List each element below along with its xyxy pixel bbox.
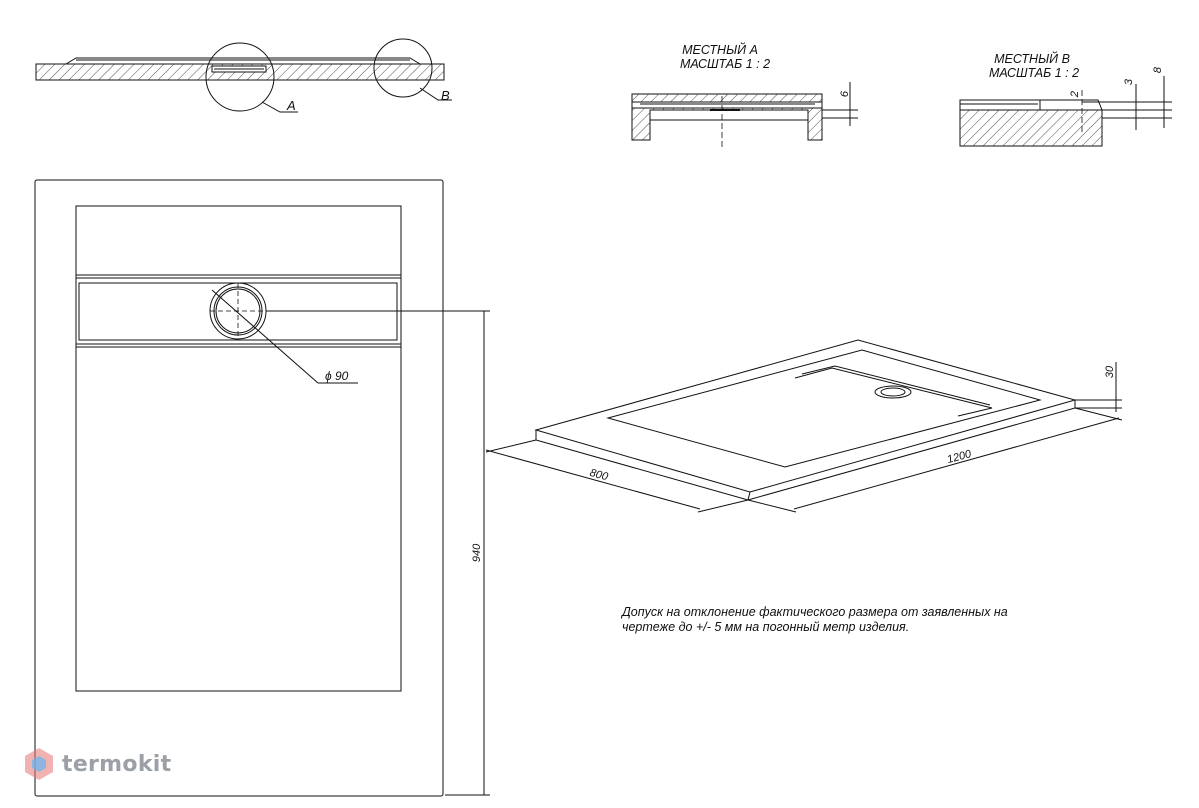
watermark-text: termokit (62, 751, 172, 777)
detail-a-dim-6: 6 (839, 90, 851, 97)
callout-b-label: B (441, 88, 450, 103)
detail-a-scale: МАСШТАБ 1 : 2 (680, 57, 770, 71)
iso-dim-30: 30 (1104, 365, 1116, 378)
detail-b-dim-8: 8 (1152, 66, 1164, 73)
detail-a-view (631, 82, 858, 148)
detail-a-title: МЕСТНЫЙ А (682, 41, 758, 57)
watermark: termokit (24, 746, 171, 782)
iso-dim-800: 800 (588, 467, 610, 484)
isometric-view (485, 339, 1123, 513)
iso-drain (874, 385, 912, 399)
tolerance-note-line1: Допуск на отклонение фактического размер… (622, 605, 1008, 619)
section-view (35, 38, 452, 113)
termokit-logo-icon (25, 748, 53, 780)
plan-dim-940: 940 (471, 543, 483, 562)
drain-diameter-label: ϕ 90 (325, 369, 349, 383)
iso-dim-1200: 1200 (946, 448, 974, 466)
detail-b-dim-2: 2 (1069, 91, 1081, 98)
detail-a-marker (205, 42, 275, 112)
detail-b-scale: МАСШТАБ 1 : 2 (989, 66, 1079, 80)
detail-b-title: МЕСТНЫЙ В (994, 50, 1070, 66)
detail-b-dim-3: 3 (1123, 78, 1135, 85)
plan-view (34, 179, 490, 797)
callout-a-label: A (286, 98, 296, 113)
tolerance-note-line2: чертеже до +/- 5 мм на погонный метр изд… (622, 620, 910, 634)
detail-b-view (959, 76, 1172, 147)
tolerance-note: Допуск на отклонение фактического размер… (622, 605, 1102, 635)
detail-b-marker (373, 38, 433, 98)
